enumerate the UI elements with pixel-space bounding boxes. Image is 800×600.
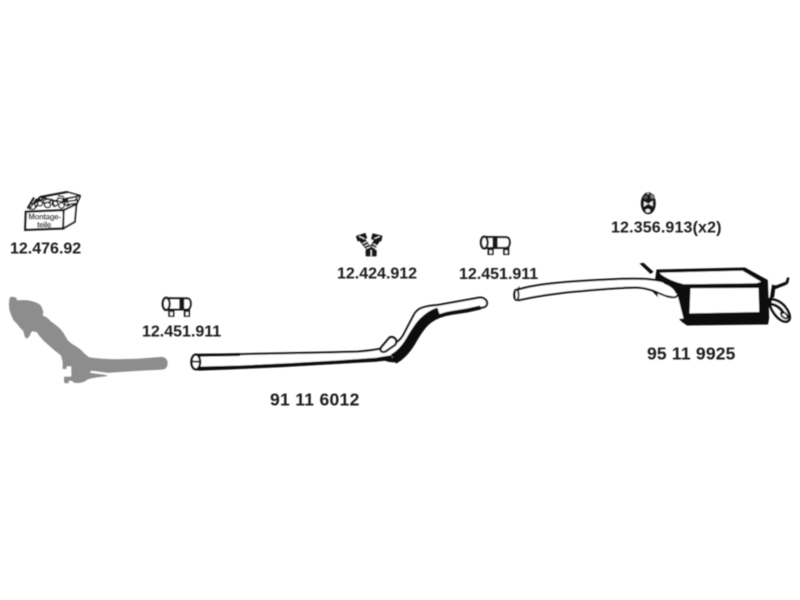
svg-text:12.451.911: 12.451.911 (142, 324, 221, 341)
svg-text:Montage-: Montage- (28, 213, 61, 222)
svg-text:12.451.911: 12.451.911 (459, 266, 538, 283)
svg-text:12.424.912: 12.424.912 (337, 266, 417, 283)
svg-text:teile: teile (37, 221, 52, 230)
svg-text:95 11 9925: 95 11 9925 (647, 344, 736, 364)
svg-text:91 11 6012: 91 11 6012 (270, 390, 360, 410)
svg-text:12.356.913(x2): 12.356.913(x2) (611, 220, 722, 237)
svg-text:12.476.92: 12.476.92 (10, 241, 81, 258)
